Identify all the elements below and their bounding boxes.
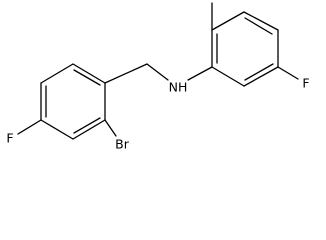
fluorine-label-right: F: [302, 76, 309, 91]
bond-n-ring: [187, 66, 213, 81]
bond: [40, 119, 74, 140]
bond: [211, 11, 245, 31]
bond-c-f-right: [277, 66, 299, 80]
bond-ch2-n: [146, 63, 169, 81]
bond: [72, 63, 106, 84]
double-bond-inner: [73, 117, 101, 134]
bond: [40, 63, 74, 84]
bond: [211, 66, 245, 87]
bond-ring-ch2: [104, 63, 148, 84]
bond: [243, 11, 279, 31]
chemical-structure-diagram: F Br NH F: [6, 2, 310, 152]
bond-c-f-left: [17, 119, 42, 135]
bond: [72, 119, 106, 140]
double-bond-inner: [244, 63, 274, 81]
bromine-label: Br: [115, 137, 130, 152]
bond-c-br: [104, 119, 117, 137]
bond: [243, 66, 279, 87]
right-benzene-ring: [211, 11, 279, 87]
amine-label: NH: [169, 80, 188, 95]
left-benzene-ring: [40, 63, 106, 140]
double-bond-inner: [73, 69, 101, 86]
double-bond-inner: [244, 17, 273, 35]
fluorine-label-left: F: [6, 131, 13, 146]
